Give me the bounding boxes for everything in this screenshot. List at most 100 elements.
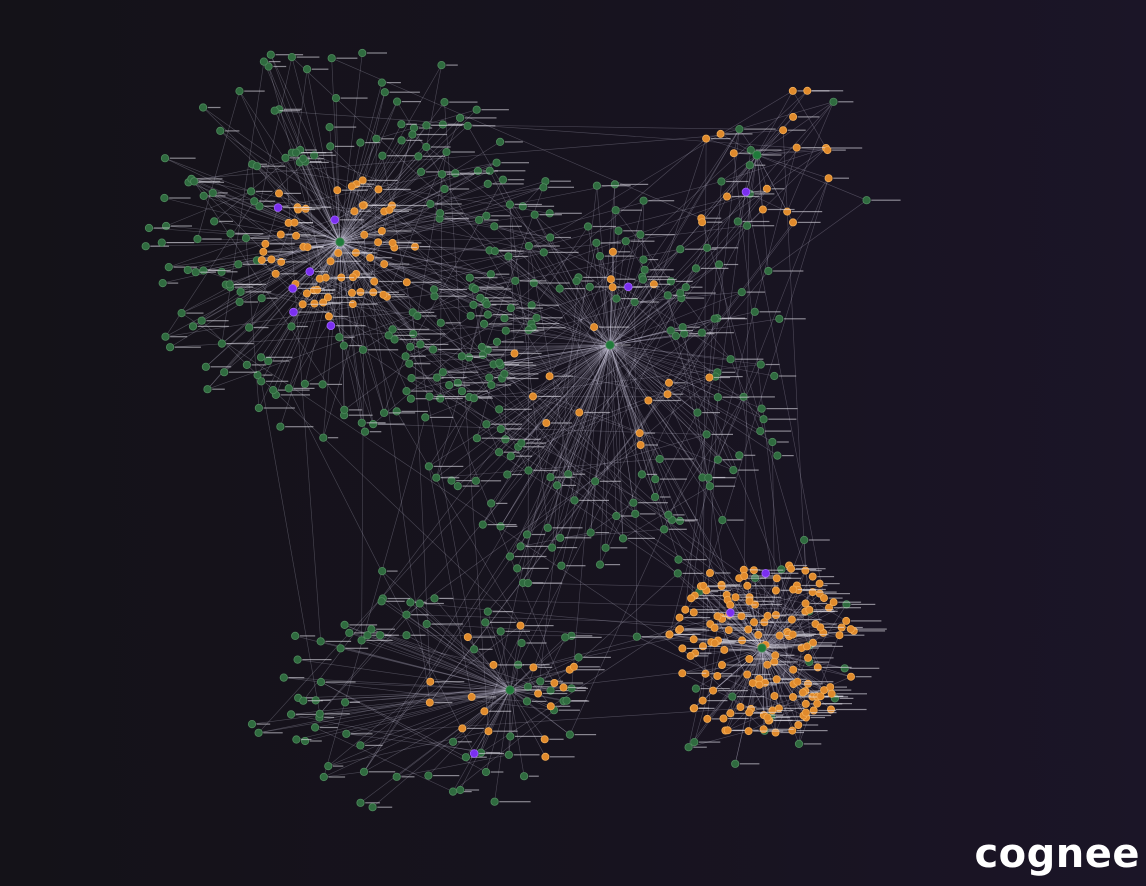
- graph-node-entity[interactable]: [408, 130, 417, 139]
- graph-node-concept[interactable]: [663, 390, 672, 399]
- graph-node-entity[interactable]: [630, 297, 639, 307]
- graph-node-document[interactable]: [273, 203, 283, 212]
- graph-node-entity[interactable]: [457, 352, 466, 361]
- graph-node-entity[interactable]: [726, 355, 735, 364]
- graph-node-entity[interactable]: [503, 470, 512, 479]
- graph-node-concept[interactable]: [763, 611, 772, 620]
- graph-node-entity[interactable]: [684, 743, 693, 752]
- graph-node-concept[interactable]: [374, 238, 383, 247]
- graph-node-concept[interactable]: [724, 626, 733, 635]
- graph-node-concept[interactable]: [484, 727, 493, 736]
- graph-node-entity[interactable]: [524, 241, 534, 251]
- graph-node-concept[interactable]: [768, 706, 777, 715]
- graph-node-entity[interactable]: [166, 343, 175, 352]
- graph-node-entity[interactable]: [254, 403, 263, 413]
- graph-node-entity[interactable]: [235, 87, 244, 96]
- graph-node-entity[interactable]: [440, 184, 449, 194]
- graph-node-entity[interactable]: [536, 677, 545, 686]
- graph-node-entity[interactable]: [737, 287, 746, 297]
- graph-node-entity[interactable]: [610, 180, 620, 189]
- graph-node-concept[interactable]: [705, 373, 714, 382]
- graph-node-entity[interactable]: [466, 311, 475, 320]
- graph-node-concept[interactable]: [808, 572, 817, 581]
- graph-node-entity[interactable]: [495, 358, 504, 367]
- graph-node-entity[interactable]: [409, 329, 418, 338]
- graph-node-entity[interactable]: [469, 394, 478, 403]
- graph-node-concept[interactable]: [794, 721, 803, 730]
- graph-node-entity[interactable]: [217, 267, 226, 276]
- graph-node-entity[interactable]: [570, 496, 579, 505]
- graph-node-concept[interactable]: [374, 185, 383, 194]
- graph-node-entity[interactable]: [225, 280, 234, 289]
- graph-node-entity[interactable]: [316, 637, 325, 646]
- graph-node-entity[interactable]: [673, 569, 682, 578]
- graph-node-entity[interactable]: [455, 113, 465, 123]
- graph-node-concept[interactable]: [636, 440, 645, 449]
- graph-node-hub[interactable]: [505, 685, 515, 695]
- graph-node-entity[interactable]: [279, 673, 288, 682]
- graph-node-entity[interactable]: [595, 560, 605, 569]
- graph-node-entity[interactable]: [595, 252, 605, 261]
- graph-node-entity[interactable]: [335, 333, 344, 342]
- graph-node-concept[interactable]: [271, 269, 280, 278]
- graph-node-concept[interactable]: [772, 574, 781, 583]
- graph-node-concept[interactable]: [529, 392, 538, 401]
- graph-node-entity[interactable]: [756, 426, 765, 436]
- graph-node-entity[interactable]: [378, 566, 387, 576]
- graph-node-document[interactable]: [741, 187, 751, 197]
- graph-node-entity[interactable]: [141, 242, 150, 251]
- graph-node-entity[interactable]: [438, 368, 447, 377]
- graph-node-concept[interactable]: [649, 280, 658, 289]
- graph-node-entity[interactable]: [664, 510, 673, 520]
- graph-node-concept[interactable]: [771, 728, 780, 737]
- graph-node-entity[interactable]: [210, 217, 219, 226]
- graph-node-entity[interactable]: [422, 619, 431, 629]
- graph-node-document[interactable]: [288, 284, 298, 293]
- graph-node-entity[interactable]: [453, 481, 462, 491]
- graph-node-concept[interactable]: [665, 378, 674, 387]
- graph-node-concept[interactable]: [772, 675, 781, 684]
- graph-node-concept[interactable]: [267, 255, 276, 264]
- graph-node-concept[interactable]: [380, 260, 389, 269]
- graph-node-entity[interactable]: [561, 633, 570, 642]
- graph-node-entity[interactable]: [482, 420, 491, 429]
- graph-node-concept[interactable]: [820, 594, 829, 603]
- graph-node-concept[interactable]: [545, 372, 554, 381]
- graph-node-concept[interactable]: [789, 665, 798, 674]
- graph-node-entity[interactable]: [287, 322, 296, 331]
- graph-node-entity[interactable]: [315, 709, 324, 718]
- graph-node-concept[interactable]: [789, 693, 798, 702]
- graph-node-entity[interactable]: [768, 437, 777, 447]
- graph-node-entity[interactable]: [345, 628, 354, 638]
- graph-node-concept[interactable]: [816, 623, 825, 632]
- graph-node-entity[interactable]: [663, 291, 672, 300]
- graph-node-entity[interactable]: [424, 462, 433, 471]
- graph-node-entity[interactable]: [442, 147, 451, 157]
- graph-node-concept[interactable]: [842, 616, 851, 625]
- graph-node-concept[interactable]: [779, 126, 788, 135]
- graph-node-entity[interactable]: [201, 362, 210, 371]
- graph-node-entity[interactable]: [713, 393, 723, 402]
- graph-node-concept[interactable]: [788, 726, 797, 735]
- graph-node-concept[interactable]: [815, 579, 824, 588]
- graph-node-concept[interactable]: [379, 290, 388, 299]
- graph-node-concept[interactable]: [608, 283, 617, 292]
- graph-node-entity[interactable]: [397, 120, 406, 129]
- graph-node-entity[interactable]: [406, 394, 415, 403]
- graph-node-concept[interactable]: [743, 581, 752, 590]
- graph-node-concept[interactable]: [606, 275, 615, 284]
- graph-node-concept[interactable]: [713, 672, 722, 681]
- graph-node-entity[interactable]: [530, 210, 539, 219]
- graph-node-entity[interactable]: [547, 543, 557, 552]
- graph-node-concept[interactable]: [723, 726, 732, 735]
- graph-node-entity[interactable]: [250, 197, 259, 206]
- graph-node-entity[interactable]: [501, 435, 510, 444]
- graph-node-document[interactable]: [761, 568, 770, 578]
- graph-node-entity[interactable]: [829, 97, 838, 106]
- graph-node-concept[interactable]: [425, 698, 434, 707]
- graph-node-entity[interactable]: [356, 138, 365, 147]
- graph-node-concept[interactable]: [745, 655, 754, 664]
- graph-node-entity[interactable]: [572, 276, 581, 286]
- graph-node-concept[interactable]: [803, 642, 812, 651]
- graph-node-entity[interactable]: [429, 285, 439, 294]
